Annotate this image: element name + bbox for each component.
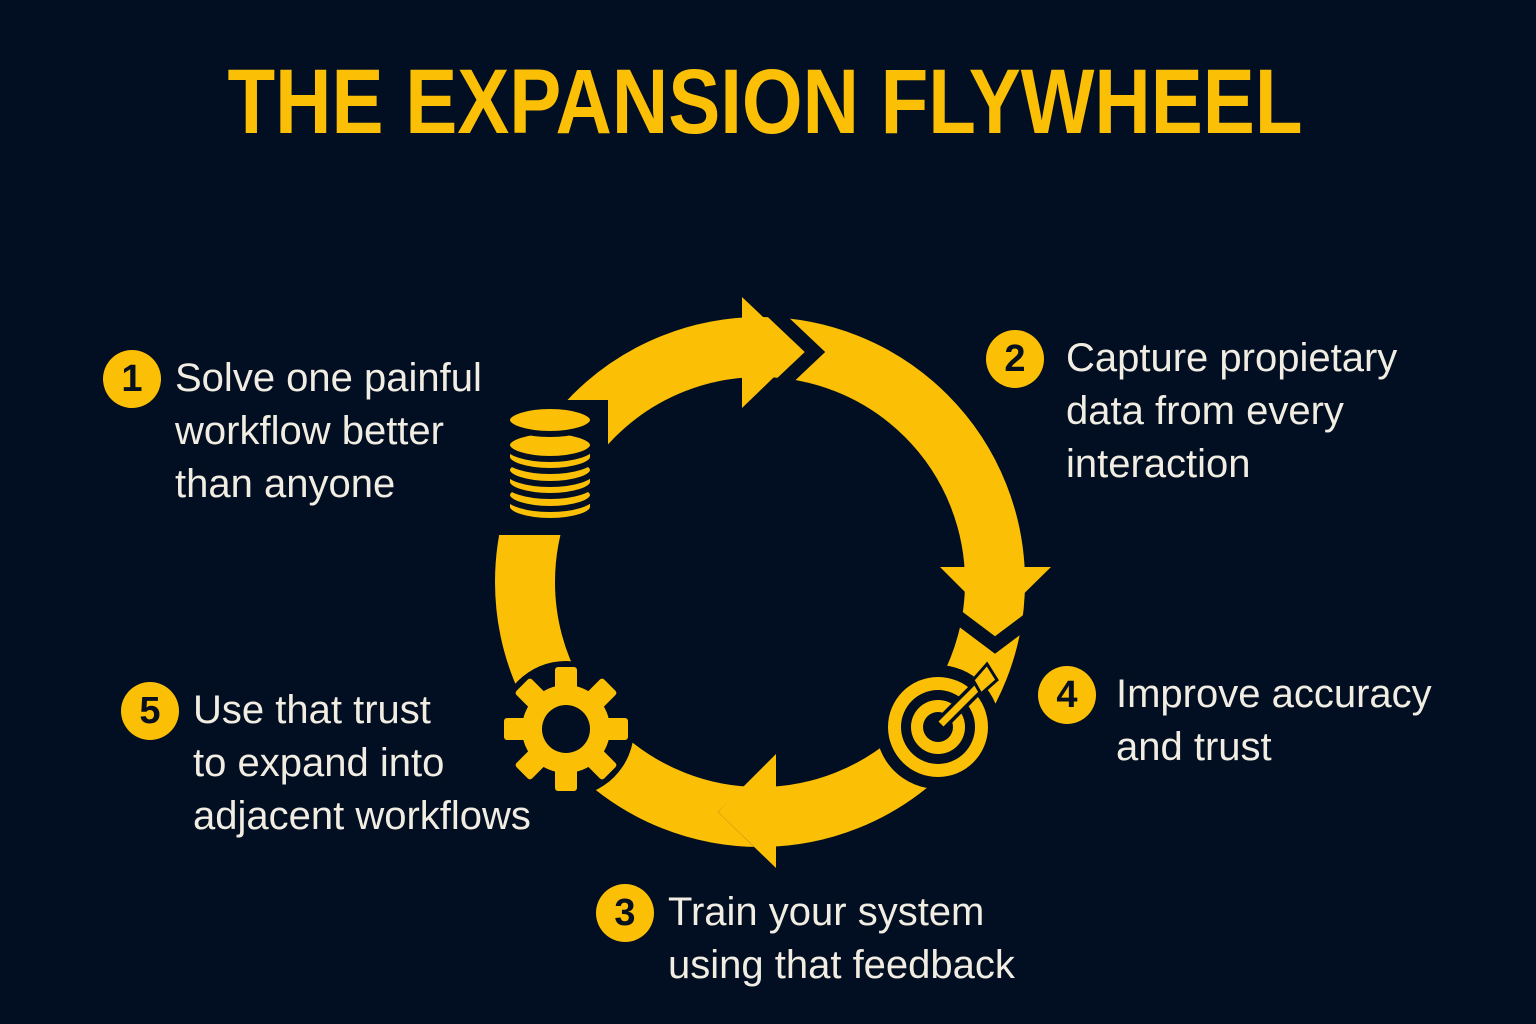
step-5: 5 Use that trust to expand into adjacent… (121, 682, 531, 843)
step-1-badge: 1 (103, 350, 161, 408)
step-4: 4 Improve accuracy and trust (1038, 666, 1432, 774)
arrowhead-bottom (718, 754, 776, 868)
step-5-badge: 5 (121, 682, 179, 740)
arrowhead-top (742, 297, 800, 408)
step-4-text: Improve accuracy and trust (1116, 672, 1432, 769)
step-2-text: Capture propietary data from every inter… (1066, 336, 1398, 486)
step-4-badge: 4 (1038, 666, 1096, 724)
gear-icon (498, 661, 634, 797)
step-3: 3 Train your system using that feedback (596, 884, 1015, 992)
step-1: 1 Solve one painful workflow better than… (103, 350, 482, 511)
step-3-badge: 3 (596, 884, 654, 942)
step-3-text: Train your system using that feedback (668, 890, 1015, 987)
arrowhead-right (940, 567, 1051, 622)
target-icon (876, 661, 1000, 789)
page-title: THE EXPANSION FLYWHEEL (228, 51, 1303, 153)
step-1-text: Solve one painful workflow better than a… (175, 356, 482, 506)
step-5-text: Use that trust to expand into adjacent w… (193, 688, 531, 838)
database-icon (496, 400, 608, 535)
step-2-badge: 2 (986, 330, 1044, 388)
step-2: 2 Capture propietary data from every int… (986, 330, 1398, 491)
